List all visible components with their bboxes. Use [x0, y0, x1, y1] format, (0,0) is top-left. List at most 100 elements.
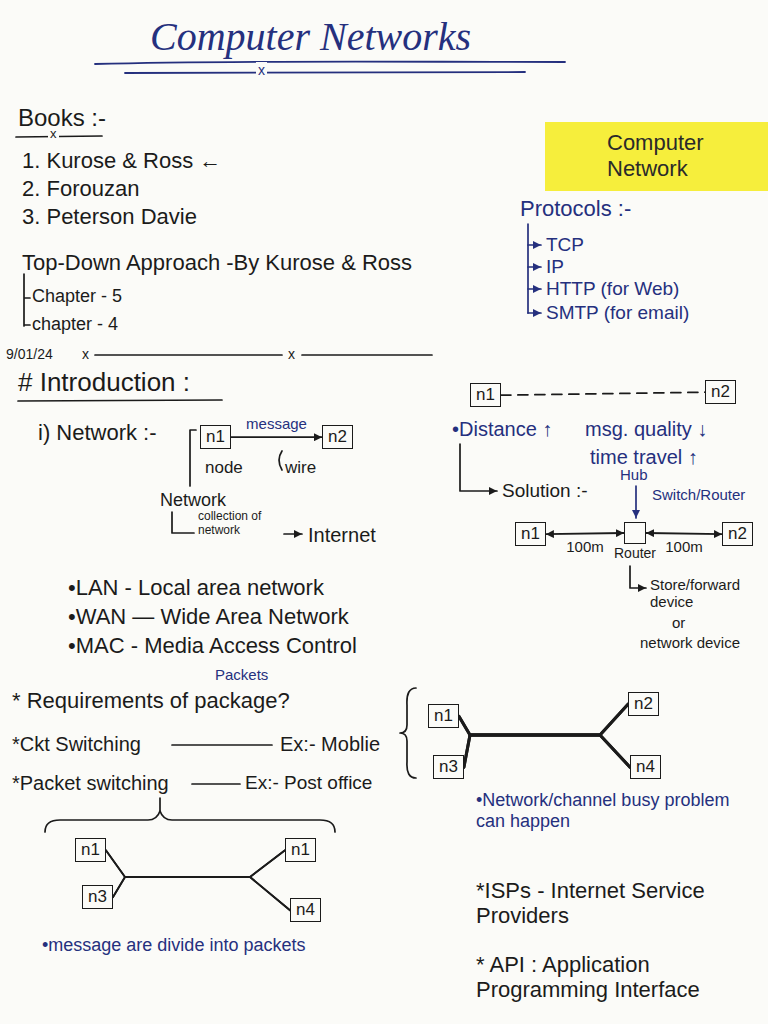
- node-label: n2: [328, 427, 347, 447]
- network-bracket: [190, 430, 196, 486]
- note-text: Chapter - 5: [32, 286, 122, 307]
- connector-line: [113, 850, 285, 897]
- note-text: # Introduction :: [18, 368, 190, 398]
- router-symbol: [624, 522, 646, 544]
- note-text: time travel ↑: [590, 446, 698, 469]
- node-label: n2: [634, 694, 653, 714]
- node-box: n1: [200, 425, 231, 449]
- node-label: Computer Network: [607, 130, 760, 183]
- note-text: •WAN — Wide Area Network: [68, 604, 349, 629]
- protocol-tree-line: [527, 224, 529, 313]
- node-box: n2: [722, 522, 753, 546]
- note-text: * Requirements of package?: [12, 688, 290, 713]
- edge-label: message: [244, 416, 309, 433]
- note-text: chapter - 4: [32, 314, 118, 335]
- title-underline: [95, 62, 565, 65]
- note-text: •Distance ↑: [452, 418, 552, 441]
- connector-line: [459, 716, 630, 767]
- router-node: Router: [612, 522, 658, 562]
- note-text: x: [48, 127, 59, 142]
- note-text: Hub: [620, 466, 648, 483]
- note-text: Ex:- Moblie: [280, 733, 380, 756]
- node-label: n1: [291, 840, 310, 860]
- note-text: Solution :-: [502, 480, 588, 502]
- node-label: n1: [434, 706, 453, 726]
- note-text: •message are divide into packets: [42, 935, 305, 956]
- node-box: n1: [515, 522, 546, 546]
- brace-stem: [159, 798, 161, 811]
- collection-bracket: [172, 512, 194, 533]
- note-text: *ISPs - Internet Service Providers: [476, 878, 761, 929]
- node-label: n4: [636, 757, 655, 777]
- note-text: *Packet switching: [12, 772, 169, 795]
- note-text: 3. Peterson Davie: [22, 204, 197, 229]
- curly-brace: [400, 688, 416, 778]
- node-box: n1: [75, 838, 106, 862]
- device-arrow: [630, 566, 646, 588]
- note-text: x: [256, 62, 267, 78]
- note-text: SMTP (for email): [546, 302, 689, 324]
- note-text: Top-Down Approach -By Kurose & Ross: [22, 250, 412, 275]
- note-text: msg. quality ↓: [585, 418, 707, 441]
- note-text: *Ckt Switching: [12, 733, 141, 756]
- heading-underline: [16, 136, 102, 137]
- note-text: wire: [285, 458, 316, 478]
- note-text: Internet: [308, 524, 376, 547]
- heading-underline: [18, 400, 222, 401]
- note-text: HTTP (for Web): [546, 278, 679, 300]
- note-text: IP: [546, 256, 564, 278]
- wire-leader: [279, 451, 282, 470]
- node-label: n4: [296, 900, 315, 920]
- connector-line: [464, 735, 630, 767]
- note-text: TCP: [546, 234, 584, 256]
- connector-line: [106, 850, 285, 877]
- note-text: •Network/channel busy problem can happen: [476, 790, 756, 831]
- note-text: Protocols :-: [520, 196, 631, 221]
- hub-arrow: [635, 486, 637, 518]
- example-dash: [192, 783, 240, 785]
- node-box: n4: [630, 755, 661, 779]
- node-box: n1: [470, 383, 501, 407]
- note-text: 9/01/24: [6, 346, 53, 362]
- protocol-arrow: [528, 288, 541, 290]
- curly-brace: [45, 811, 335, 832]
- node-box: n3: [433, 755, 464, 779]
- internet-arrow: [284, 533, 302, 535]
- note-text: •MAC - Media Access Control: [68, 633, 357, 658]
- connector-line: [501, 392, 705, 395]
- node-box: n4: [290, 898, 321, 922]
- node-label: n1: [476, 385, 495, 405]
- note-text: x: [288, 346, 295, 362]
- node-label: n1: [81, 840, 100, 860]
- note-text: Network: [160, 490, 226, 511]
- node-label: n1: [206, 427, 225, 447]
- connector-line: [231, 436, 322, 438]
- node-box: n2: [322, 425, 353, 449]
- node-box: n3: [82, 885, 113, 909]
- note-text: Switch/Router: [652, 486, 745, 503]
- node-box: n2: [705, 380, 736, 404]
- connector-line: [546, 533, 624, 534]
- edge-label: 100m: [663, 538, 705, 555]
- note-text: Ex:- Post office: [245, 772, 372, 794]
- node-box: n2: [628, 692, 659, 716]
- node-label: n3: [439, 757, 458, 777]
- protocol-arrow: [528, 266, 541, 268]
- note-text: or: [672, 614, 685, 631]
- divider-line: [95, 354, 432, 356]
- note-text: •LAN - Local area network: [68, 575, 324, 600]
- node-label: n2: [711, 382, 730, 402]
- connector-line: [106, 850, 290, 910]
- page-title: Computer Networks: [150, 14, 471, 60]
- note-text: node: [205, 458, 243, 478]
- node-label: n3: [88, 887, 107, 907]
- note-text: 1. Kurose & Ross ←: [22, 148, 221, 173]
- edge-label: 100m: [564, 538, 606, 555]
- node-box: n1: [428, 704, 459, 728]
- node-label: Router: [614, 545, 656, 562]
- note-text: * API : Application Programming Interfac…: [476, 952, 761, 1003]
- protocol-arrow: [528, 244, 541, 246]
- solution-arrow: [460, 444, 497, 491]
